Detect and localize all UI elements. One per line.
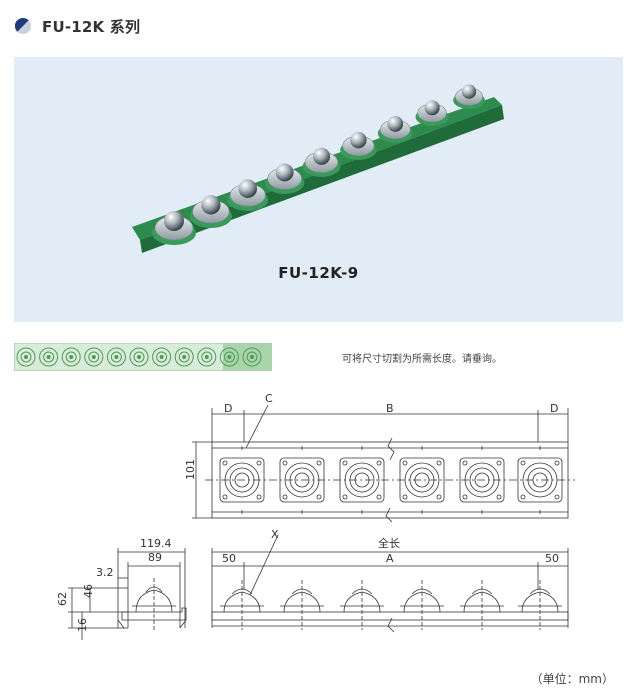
dim-50-right: 50 xyxy=(545,552,559,565)
module-strip xyxy=(14,343,272,371)
label-x: X xyxy=(271,528,279,541)
front-view-unit xyxy=(220,580,264,630)
front-view-unit xyxy=(518,580,562,630)
section-title: FU-12K 系列 xyxy=(42,17,141,36)
strip-module xyxy=(197,347,217,367)
top-view-unit xyxy=(459,446,505,514)
top-view-unit xyxy=(339,446,385,514)
front-view-unit xyxy=(400,580,444,630)
cutting-note: 可将尺寸切割为所需长度。请垂询。 xyxy=(342,354,502,365)
label-c: C xyxy=(265,392,273,405)
ball-unit xyxy=(453,84,485,109)
dim-89: 89 xyxy=(148,551,162,564)
top-view-unit xyxy=(517,446,563,514)
dim-101: 101 xyxy=(184,459,197,480)
ball-unit xyxy=(415,100,449,126)
ball-unit xyxy=(189,195,233,228)
strip-module xyxy=(39,347,59,367)
top-view-unit xyxy=(279,446,325,514)
dim-d-right: D xyxy=(550,402,558,415)
dim-3-2: 3.2 xyxy=(96,566,114,579)
strip-module xyxy=(61,347,81,367)
ball-unit xyxy=(152,211,196,245)
side-view-unit xyxy=(132,578,176,630)
strip-module xyxy=(129,347,149,367)
strip-module xyxy=(106,347,126,367)
ball-unit xyxy=(302,147,341,177)
top-view-unit xyxy=(219,446,265,514)
dim-a: A xyxy=(386,552,394,565)
ball-unit xyxy=(227,179,269,211)
front-view-unit xyxy=(280,580,324,630)
dim-total: 全长 xyxy=(378,536,400,550)
product-photo xyxy=(132,84,504,253)
strip-module xyxy=(174,347,194,367)
front-view-unit xyxy=(340,580,384,630)
product-caption: FU-12K-9 xyxy=(278,264,359,282)
dim-b: B xyxy=(386,402,394,415)
front-view-unit xyxy=(460,580,504,630)
half-circle-icon xyxy=(14,17,31,34)
dim-d-left: D xyxy=(224,402,232,415)
strip-module xyxy=(242,347,262,367)
top-view-unit xyxy=(399,446,445,514)
dim-50-left: 50 xyxy=(222,552,236,565)
ball-unit xyxy=(340,131,377,160)
strip-module xyxy=(219,347,239,367)
strip-module xyxy=(152,347,172,367)
dim-119: 119.4 xyxy=(140,537,172,550)
dim-46: 46 xyxy=(82,584,95,598)
dim-62: 62 xyxy=(56,592,69,606)
dim-16: 16 xyxy=(76,618,89,632)
section-header: FU-12K 系列 xyxy=(14,14,140,38)
ball-unit xyxy=(264,163,305,194)
unit-label: （单位：mm） xyxy=(530,672,614,686)
technical-drawing: D C B D 101 119.4 89 3.2 62 46 16 X 全长 5… xyxy=(56,392,575,640)
product-photo-panel: FU-12K-9 xyxy=(14,57,623,322)
strip-module xyxy=(16,347,36,367)
strip-module xyxy=(84,347,104,367)
ball-unit xyxy=(377,116,413,143)
